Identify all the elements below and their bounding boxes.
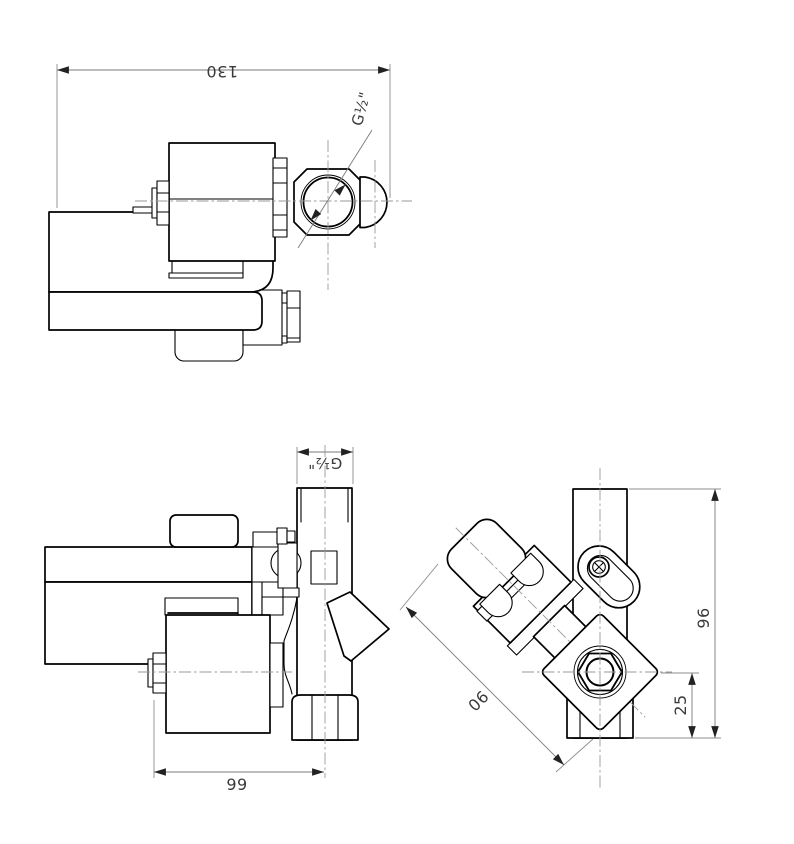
solenoid-coil-top [132,142,276,262]
end-view: 96 25 90 [399,468,721,788]
din-connector-top [169,514,279,548]
mounting-flange [168,259,244,279]
dim-height-label: 96 [694,607,713,628]
solenoid-coil-side [147,597,284,734]
valve-lever [577,545,641,609]
side-view-centerlines [138,445,326,778]
dimension-99: 99 [153,700,324,794]
top-view: 130 G½" [48,62,412,362]
dimension-pipe-thread: G½" [296,447,354,484]
top-view-centerlines [135,140,412,290]
armature-collar [272,157,288,238]
dim-length-label: 99 [226,775,247,794]
dimension-25: 25 [661,672,699,738]
dimension-96: 96 [629,488,721,739]
side-view: G½" 99 [44,445,390,794]
solenoid-assembly-rotated [446,518,646,718]
dim-diagonal-label: 90 [464,687,493,716]
valve-window [310,550,338,585]
dimension-130: 130 [56,62,391,208]
terminal-screw-right [510,552,544,587]
coil-end-cap [151,187,158,219]
pipe-thread-label: G½" [308,454,343,472]
dim-width-label: 130 [206,62,238,81]
valve-body-side [44,546,284,665]
side-port [270,527,302,598]
dim-offset-label: 25 [671,694,690,715]
port-end-cap [359,176,388,229]
port-thread-label: G½" [348,90,374,128]
outlet-spout [326,591,390,662]
